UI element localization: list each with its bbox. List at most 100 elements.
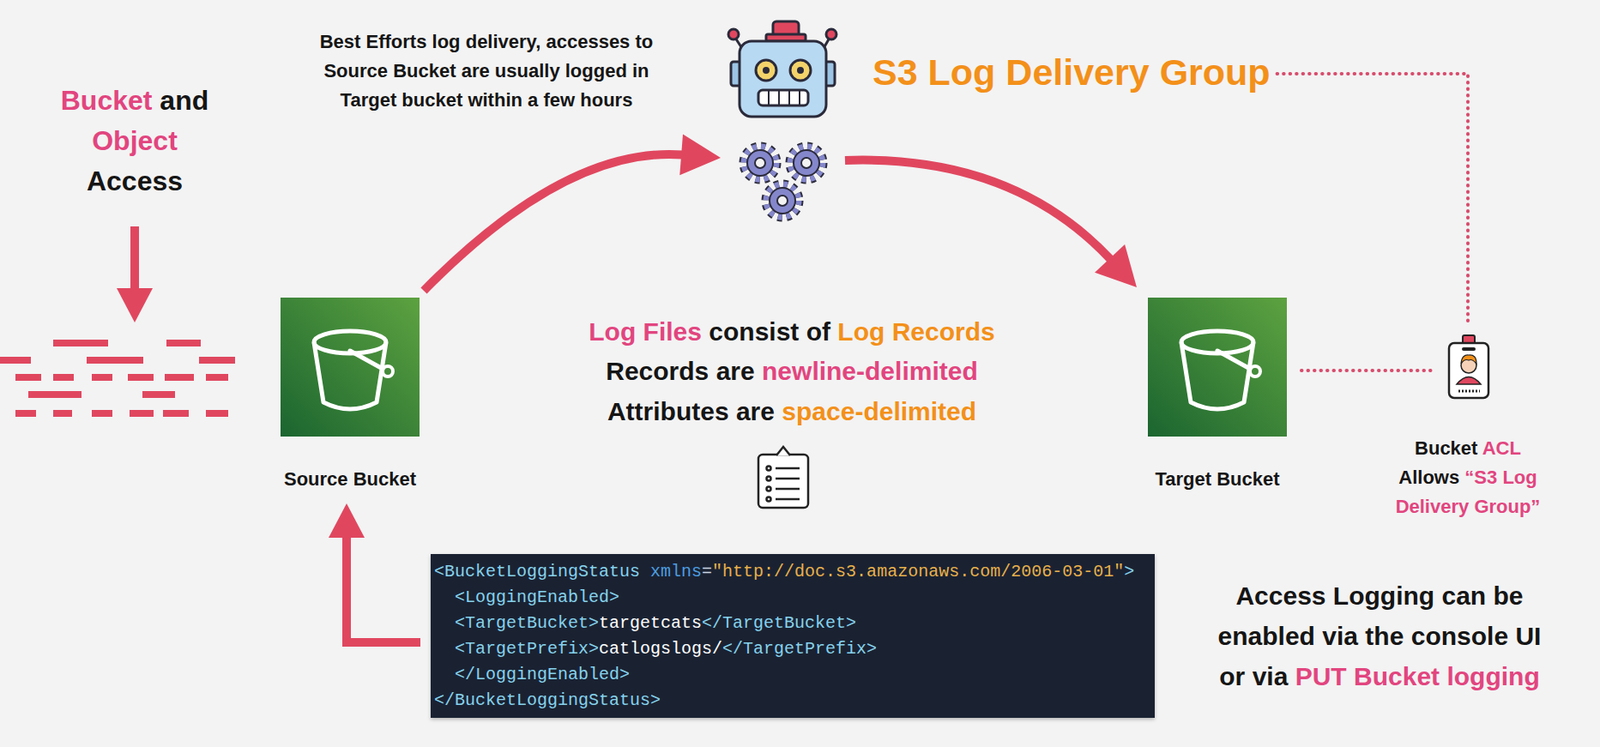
access-dashes-part <box>129 410 154 417</box>
gears-icon-part-part <box>747 150 773 176</box>
gears-icon-part-part <box>769 187 796 214</box>
access-dashes-part <box>142 391 176 399</box>
gears-icon-part-part <box>777 195 788 206</box>
document-icon-part <box>758 454 809 508</box>
robot-icon-part <box>755 60 777 81</box>
label-box: Records are newline-delimited <box>491 351 1093 392</box>
document-icon-part <box>766 497 772 502</box>
robot-icon-part <box>778 90 780 106</box>
robot-icon-part <box>739 41 827 117</box>
robot-icon-part <box>798 90 801 106</box>
document-icon-part <box>775 467 800 471</box>
code-line: </BucketLoggingStatus> <box>434 688 1155 714</box>
gears-icon-part <box>766 184 799 218</box>
label-box: Access Logging can be enabled via the co… <box>1173 575 1586 697</box>
access-dashes-part <box>166 339 201 347</box>
label-box: Log Files consist of Log Records <box>491 312 1093 352</box>
access-dashes-part <box>199 356 236 364</box>
badge-icon-part <box>1458 390 1480 393</box>
gears-icon-part-part <box>754 157 766 169</box>
bucket-icon <box>280 297 420 437</box>
info-line: Attributes are space-delimited <box>491 392 1093 432</box>
access-dashes-part <box>163 410 189 417</box>
code-line: <TargetBucket>targetcats</TargetBucket> <box>434 610 1155 637</box>
access-dashes-part <box>205 374 229 381</box>
access-dashes-part <box>164 374 194 381</box>
access-dashes-part <box>205 410 229 417</box>
access-dashes-part <box>0 356 31 364</box>
robot-icon-part <box>758 90 809 106</box>
code-line: <TargetPrefix>catlogslogs/</TargetPrefix… <box>434 636 1155 663</box>
group-title: S3 Log Delivery Group <box>872 49 1271 95</box>
arrow-connector <box>328 503 421 643</box>
access-heading: Bucket and Object Access <box>23 80 247 202</box>
connector-line <box>845 160 1111 260</box>
label-box: Bucket and Object Access <box>23 80 247 202</box>
note-text: Access Logging can be enabled via the co… <box>1173 575 1586 697</box>
acl-label: Bucket ACL Allows “S3 Log Delivery Group… <box>1360 434 1576 522</box>
log-delivery-group: S3 Log Delivery Group <box>730 18 834 224</box>
gears-icon-part-part <box>766 184 799 218</box>
access-dashes-part <box>28 391 82 399</box>
document-icon-part <box>766 466 772 471</box>
badge-icon <box>1449 335 1489 399</box>
document-icon-part <box>775 488 800 491</box>
robot-icon-part <box>762 66 770 74</box>
badge-icon-part <box>1461 355 1477 364</box>
access-dashes-part <box>86 356 144 364</box>
gears-icon-part-part <box>743 146 777 180</box>
access-dashes-part <box>15 410 37 417</box>
access-dashes-part <box>91 410 113 417</box>
access-dashes-part <box>127 374 154 381</box>
bucket-label: Target Bucket <box>1131 467 1304 492</box>
gears-icon-part-part <box>743 146 777 180</box>
arrow-connector <box>845 160 1137 288</box>
document-icon-part <box>775 498 800 502</box>
source-bucket: Source Bucket <box>272 297 428 494</box>
connector-line <box>423 154 683 291</box>
document-icon-part <box>766 487 772 492</box>
code-line: <LoggingEnabled> <box>434 585 1155 611</box>
access-dashes <box>0 339 236 417</box>
gears-icon-part-part <box>790 146 823 180</box>
info-line: Log Files consist of Log Records <box>491 312 1093 352</box>
target-bucket: Target Bucket <box>1140 297 1295 494</box>
badge-icon-part <box>1449 343 1489 399</box>
access-arrow <box>116 226 153 323</box>
badge-icon-part <box>1461 347 1476 351</box>
gears-icon-part <box>743 146 777 180</box>
robot-icon-part <box>796 66 804 74</box>
access-arrow-part <box>116 288 153 323</box>
dotted-connector <box>1301 370 1434 372</box>
arrow-connector <box>423 134 721 291</box>
gears-icon-part-part <box>793 150 820 176</box>
access-dashes-part <box>91 374 113 381</box>
badge-icon-part <box>1456 377 1481 386</box>
label-box: Best Efforts log delivery, accesses to S… <box>263 27 710 115</box>
robot-icon-part <box>790 60 811 81</box>
gears-icon-part-part <box>766 184 799 218</box>
connector-line <box>1301 368 1434 373</box>
document-icon-part <box>776 446 791 456</box>
document-icon-part <box>775 477 800 481</box>
robot-icon <box>728 21 837 117</box>
gears-icon-part-part <box>801 157 812 169</box>
arrow-head <box>679 134 721 176</box>
gears-icon <box>743 146 823 218</box>
document-icon-part <box>766 476 772 482</box>
arrow-head <box>328 503 365 538</box>
connector-line <box>1277 73 1468 327</box>
connector-line <box>346 536 421 643</box>
code-block: <BucketLoggingStatus xmlns="http://doc.s… <box>430 554 1155 719</box>
code-line: </LoggingEnabled> <box>434 662 1155 689</box>
robot-icon-part <box>826 29 837 40</box>
document-icon <box>758 446 809 508</box>
access-dashes-part <box>53 339 109 347</box>
label-box: Attributes are space-delimited <box>491 392 1093 432</box>
access-arrow-part <box>130 226 139 292</box>
dotted-connector <box>1277 73 1468 327</box>
info-line: Records are newline-delimited <box>491 351 1093 392</box>
robot-icon-part <box>788 90 791 106</box>
code-line: <BucketLoggingStatus xmlns="http://doc.s… <box>434 559 1155 586</box>
